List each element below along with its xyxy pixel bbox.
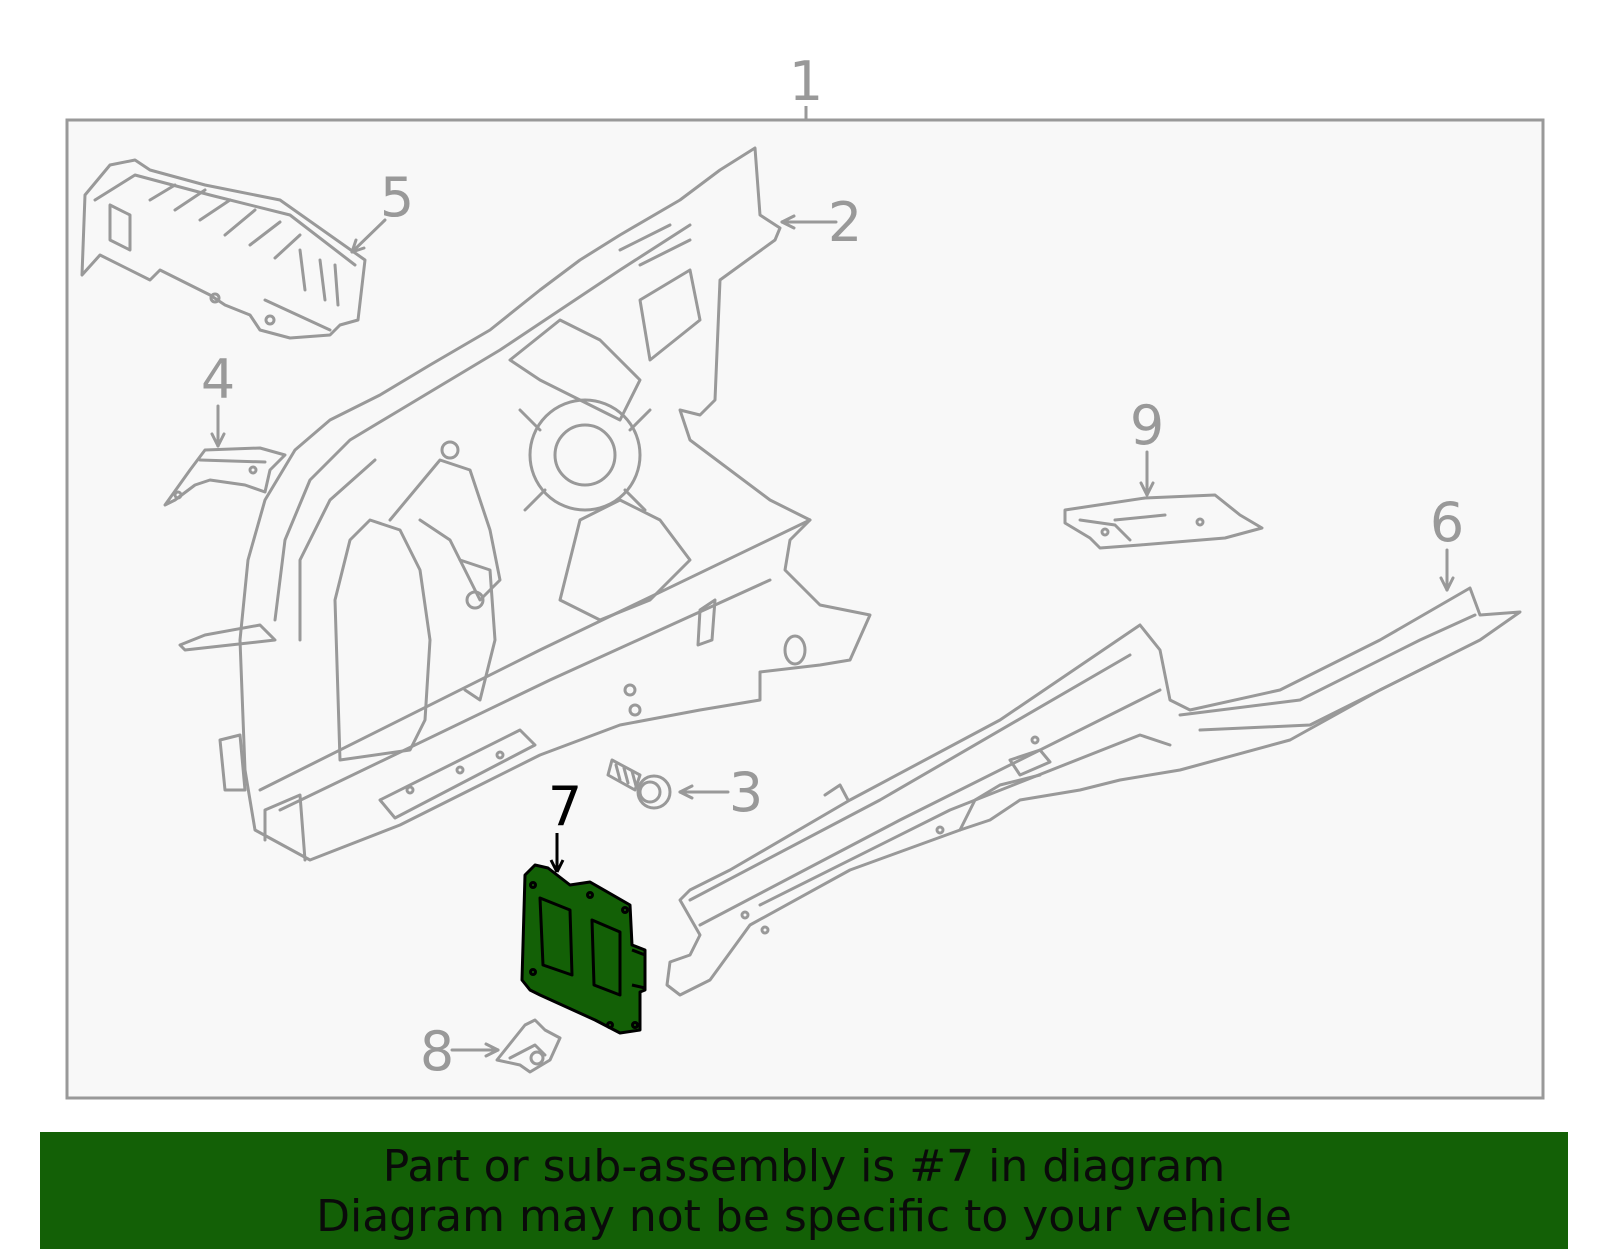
- part-9-bracket[interactable]: [1063, 493, 1264, 550]
- arrowhead-5: [350, 238, 366, 254]
- arrowhead-7: [549, 859, 565, 873]
- callout-2: 2: [828, 191, 862, 254]
- banner-line-1: Part or sub-assembly is #7 in diagram: [382, 1141, 1226, 1192]
- arrowhead-2: [780, 214, 796, 230]
- arrowhead-8: [484, 1042, 500, 1058]
- callout-3: 3: [729, 761, 763, 824]
- leader-5: [350, 218, 387, 254]
- assembly-label: 1: [789, 50, 823, 113]
- part-4-bracket[interactable]: [163, 446, 287, 507]
- arrowhead-9: [1139, 481, 1155, 497]
- part-5-upper-bracket[interactable]: [80, 158, 367, 340]
- part-8-bracket[interactable]: [495, 1018, 562, 1074]
- callout-9: 9: [1130, 394, 1164, 457]
- info-banner: Part or sub-assembly is #7 in diagram Di…: [40, 1132, 1568, 1249]
- part-2-front-structure[interactable]: [178, 146, 872, 862]
- callout-5: 5: [380, 166, 414, 229]
- banner-line-2: Diagram may not be specific to your vehi…: [316, 1191, 1292, 1242]
- callout-8: 8: [420, 1020, 454, 1083]
- part-7-highlighted-panel[interactable]: [520, 863, 647, 1035]
- arrowhead-4: [210, 432, 226, 448]
- callout-4: 4: [201, 348, 235, 411]
- arrowhead-3: [678, 784, 694, 800]
- part-3-bolt[interactable]: [606, 758, 672, 810]
- callout-7: 7: [548, 775, 582, 838]
- part-6-side-rail[interactable]: [665, 586, 1522, 997]
- arrowhead-6: [1439, 576, 1455, 592]
- callout-6: 6: [1430, 491, 1464, 554]
